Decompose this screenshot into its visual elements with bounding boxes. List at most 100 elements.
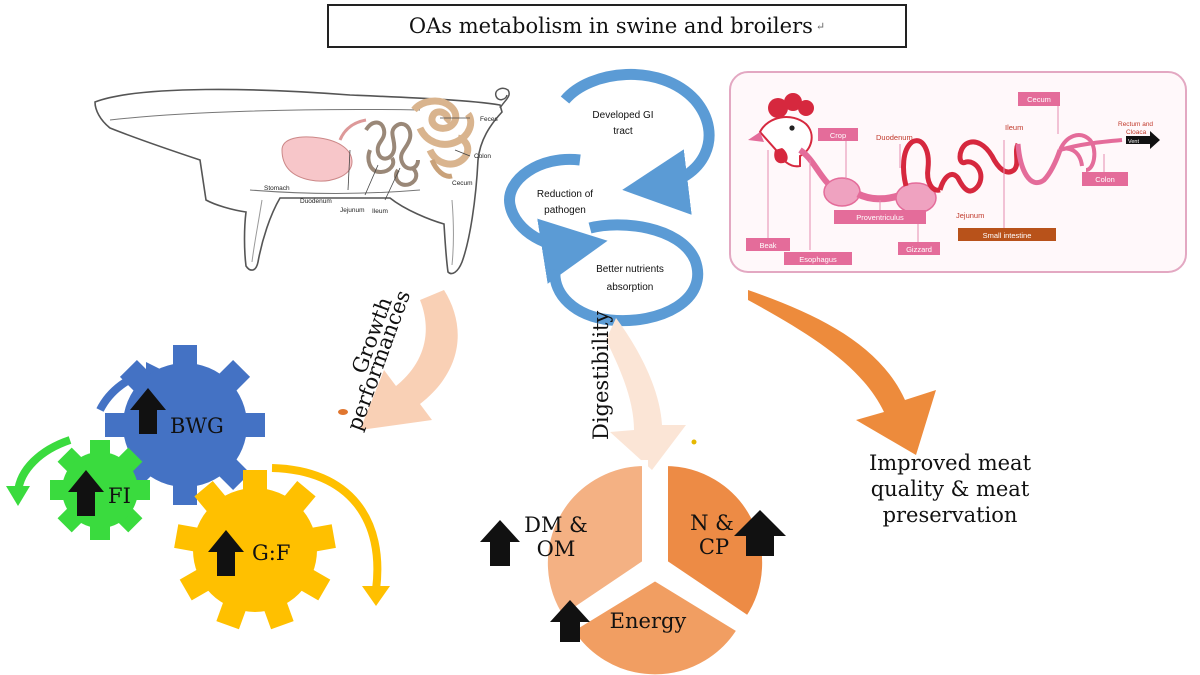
meat-arrow xyxy=(748,290,936,455)
meat-label-line-1: Improved meat xyxy=(869,451,1032,475)
digestibility-label: Digestibility xyxy=(589,311,613,440)
pig-label-cecum: Cecum xyxy=(452,180,473,187)
fi-up-arrow-icon xyxy=(68,470,104,516)
chicken-badge-proventriculus xyxy=(834,210,926,224)
title-box: OAs metabolism in swine and broilers ↵ xyxy=(327,4,907,48)
pie-label-dm-om-line-1: DM & xyxy=(524,513,588,537)
cycle-step-1-line-2: tract xyxy=(613,126,633,137)
pig-stomach xyxy=(281,136,353,182)
gear-gf-label: G:F xyxy=(252,541,290,565)
chicken-label-colon: Colon xyxy=(1095,175,1115,184)
pig-label-stomach: Stomach xyxy=(264,185,290,192)
chicken-colon xyxy=(1059,138,1123,152)
nutrient-pie: DM & OM N & CP Energy xyxy=(480,459,786,675)
gear-bwg-label: BWG xyxy=(170,414,224,438)
growth-dot xyxy=(338,409,348,415)
chicken-label-crop: Crop xyxy=(830,131,846,140)
pig-foreleg-line xyxy=(251,199,263,263)
pig-spine-line xyxy=(109,108,421,121)
cycle-step-3-line-2: absorption xyxy=(607,282,654,293)
gf-cycle-arrow xyxy=(271,464,382,591)
chicken-label-vent: Vent xyxy=(1128,139,1139,145)
pig-hindleg-line xyxy=(451,199,454,266)
meat-label-line-2: quality & meat xyxy=(871,477,1030,501)
chicken-label-rectum-2: Cloaca xyxy=(1126,129,1147,136)
chicken-badge-gizzard xyxy=(898,242,940,255)
chicken-badge-cecum xyxy=(1018,92,1060,106)
pig-leader-lines xyxy=(347,117,471,201)
n-cp-up-arrow-icon xyxy=(734,510,786,556)
cycle-arc-1 xyxy=(560,68,715,215)
cycle-arc-3 xyxy=(549,219,704,327)
chicken-crop xyxy=(823,177,861,207)
gear-gf xyxy=(174,470,336,630)
chicken-label-rectum-1: Rectum and xyxy=(1118,121,1153,128)
chicken-label-jejunum: Jejunum xyxy=(956,211,984,220)
pig-colon xyxy=(411,97,475,168)
growth-arrow xyxy=(360,290,458,430)
chicken-label-ileum: Ileum xyxy=(1005,123,1023,132)
meat-label-line-3: preservation xyxy=(883,503,1018,527)
cycle-step-2-line-2: pathogen xyxy=(544,205,586,216)
cycle-step-1-line-1: Developed GI xyxy=(592,110,653,121)
pig-belly-line xyxy=(249,189,421,194)
chicken-label-beak: Beak xyxy=(759,241,776,250)
gf-up-arrow-icon xyxy=(208,530,244,576)
fi-cycle-arrow xyxy=(14,436,72,493)
gears: BWG FI G:F xyxy=(6,345,390,630)
pig-label-duodenum: Duodenum xyxy=(300,198,332,205)
vent-arrow xyxy=(1126,131,1160,149)
pig-label-colon: Colon xyxy=(474,153,491,160)
chicken-label-gizzard: Gizzard xyxy=(906,245,932,254)
chicken-label-proventriculus: Proventriculus xyxy=(856,213,904,222)
cycle-steps xyxy=(504,68,715,327)
cycle-step-2-line-1: Reduction of xyxy=(537,189,593,200)
chicken-jejunum xyxy=(937,139,1021,194)
gf-cycle-arrowhead xyxy=(362,586,390,606)
chicken-label-duodenum: Duodenum xyxy=(876,133,913,142)
chicken-comb xyxy=(768,93,814,118)
pig-outline xyxy=(94,88,503,275)
pie-slice-dm-om xyxy=(541,459,648,624)
bwg-up-arrow-icon xyxy=(130,388,166,434)
chicken-duodenum xyxy=(901,138,941,193)
chicken-badge-small-intestine xyxy=(958,228,1056,241)
pig-label-feces: Feces xyxy=(480,116,498,123)
pig-label-ileum: Ileum xyxy=(372,208,388,215)
chicken-eye xyxy=(789,125,795,131)
pig-cecum xyxy=(429,158,453,179)
chicken-badge-crop xyxy=(818,128,858,141)
pig-illustration: Feces Stomach Colon Cecum Duodenum Jejun… xyxy=(94,87,510,275)
cycle-arc-2 xyxy=(504,153,608,284)
pie-label-dm-om-line-2: OM xyxy=(537,537,576,561)
pie-slice-n-cp xyxy=(662,459,769,624)
fi-cycle-arrowhead xyxy=(6,486,30,506)
pig-tail xyxy=(494,87,510,109)
digestibility-dot xyxy=(691,439,697,445)
chicken-badge-beak xyxy=(746,238,790,251)
chicken-leader-lines xyxy=(767,106,1105,250)
cycle-step-3-line-1: Better nutrients xyxy=(596,264,664,275)
pig-esophagus xyxy=(338,118,367,141)
digestibility-arrow xyxy=(606,318,686,470)
return-mark: ↵ xyxy=(815,19,826,33)
pie-label-n-cp-line-1: N & xyxy=(690,511,734,535)
gear-bwg xyxy=(105,345,265,505)
pie-label-n-cp-line-2: CP xyxy=(699,535,729,559)
chicken-beak xyxy=(748,132,764,142)
chicken-proventriculus xyxy=(856,190,900,203)
pie-label-energy: Energy xyxy=(610,609,687,633)
pig-label-jejunum: Jejunum xyxy=(340,207,365,214)
pie-slice-energy xyxy=(565,574,745,675)
chicken-badge-esophagus xyxy=(784,252,852,265)
chicken-panel: Vent Cecum Crop Duodenum Ileum Rectum an… xyxy=(729,71,1187,273)
chicken-ileum xyxy=(1015,143,1063,185)
energy-up-arrow-icon xyxy=(550,600,590,642)
chicken-wattle xyxy=(774,148,788,164)
gear-fi-label: FI xyxy=(108,484,131,508)
chicken-label-esophagus: Esophagus xyxy=(799,255,837,264)
chicken-badge-colon xyxy=(1082,172,1128,186)
chicken-label-cecum: Cecum xyxy=(1027,95,1051,104)
dm-om-up-arrow-icon xyxy=(480,520,520,566)
